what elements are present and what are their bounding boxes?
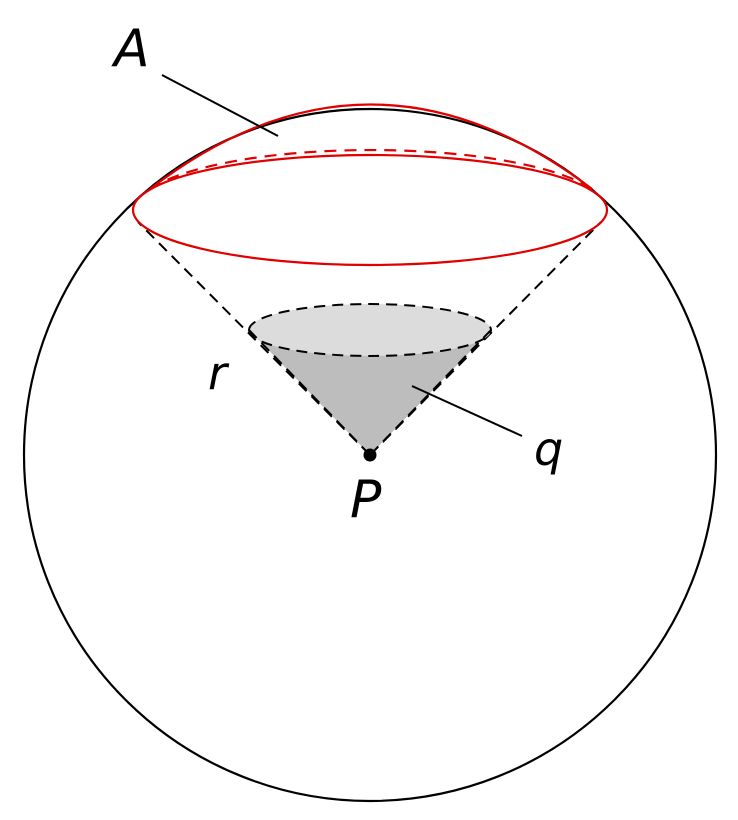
small-cone-edge-right	[369, 329, 492, 456]
cap-rim-back	[149, 148, 593, 190]
cone-edge-right	[369, 221, 602, 456]
cap-rim-front	[131, 153, 609, 267]
small-cone-base-back	[248, 303, 492, 331]
small-cone-edge-left	[248, 329, 371, 456]
label-a: A	[111, 19, 150, 79]
sphere-outline	[22, 107, 718, 803]
leader-line-a	[161, 74, 279, 137]
small-cone-base-front	[248, 329, 492, 357]
cap-dome	[149, 103, 593, 190]
leader-line-q	[411, 385, 523, 437]
small-cone-base	[249, 304, 491, 356]
label-q: q	[534, 422, 563, 476]
point-p-dot	[363, 448, 377, 462]
small-cone-body	[249, 330, 491, 455]
label-p: P	[350, 470, 382, 530]
label-r: r	[208, 346, 230, 400]
